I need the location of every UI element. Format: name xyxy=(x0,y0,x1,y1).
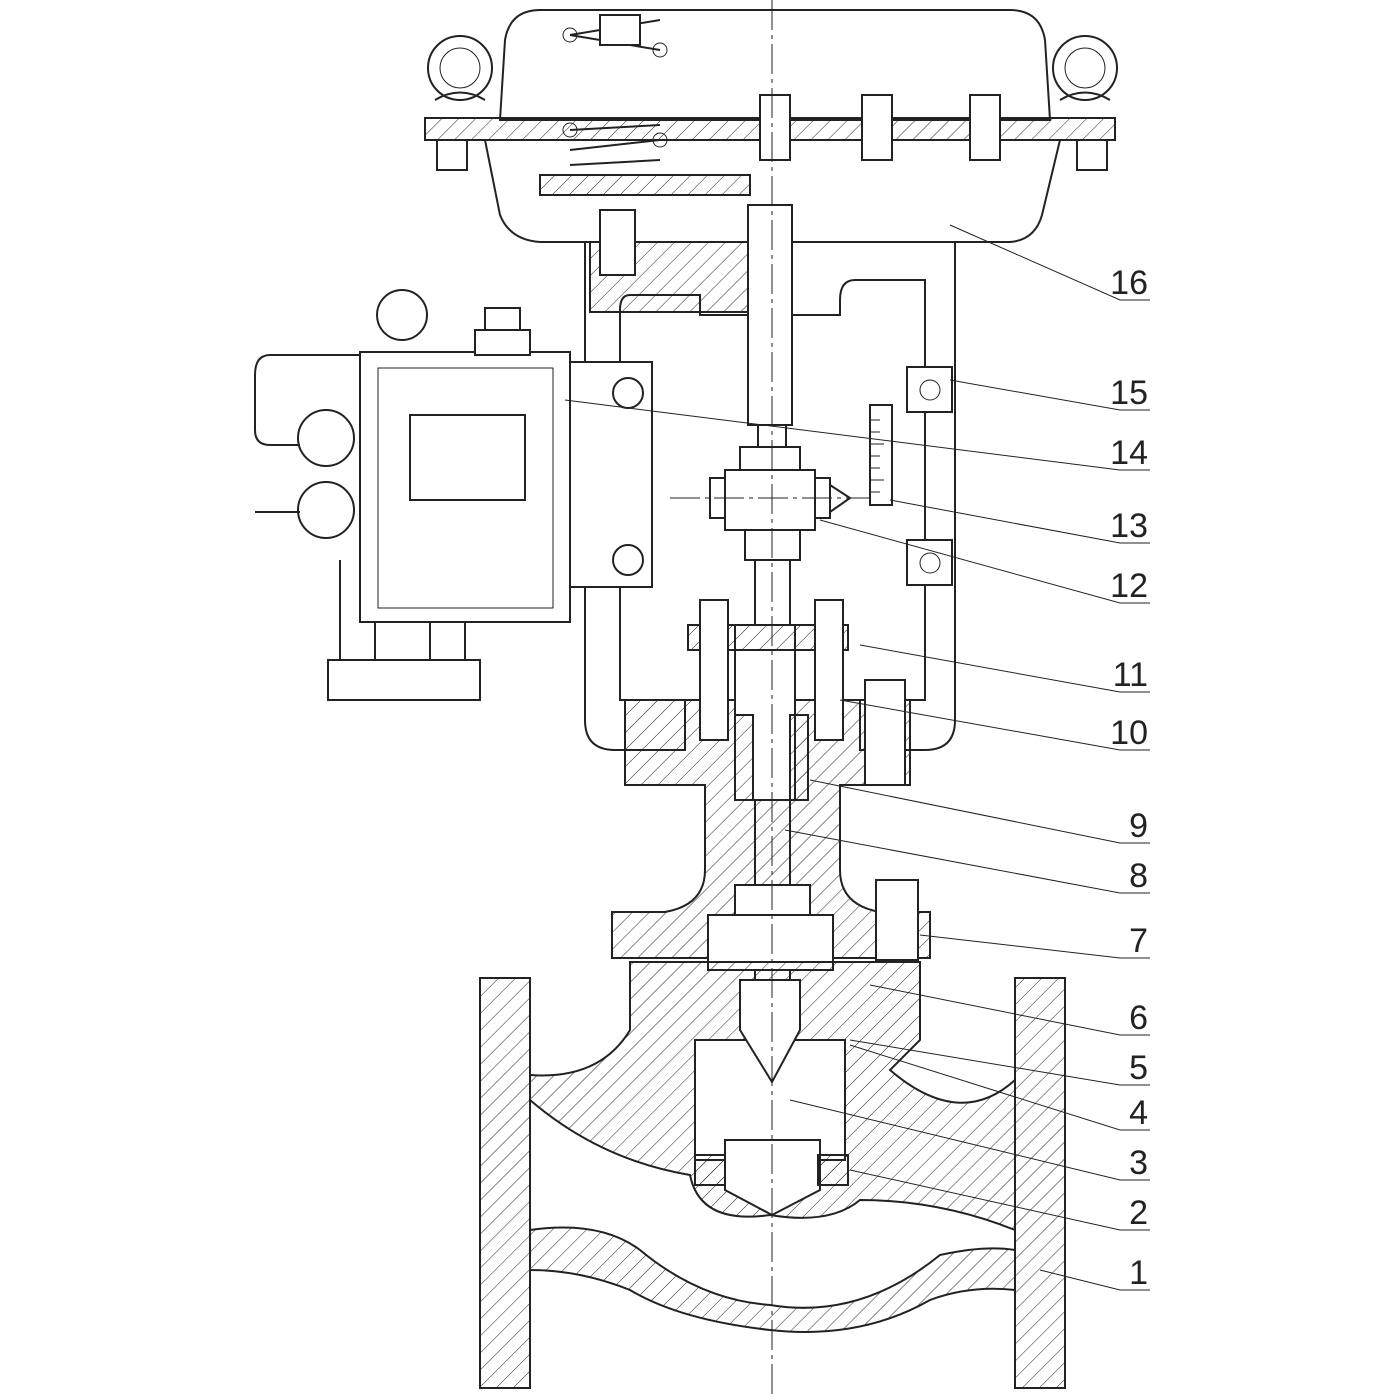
bonnet xyxy=(611,599,931,971)
leader-line-5 xyxy=(849,1039,1150,1086)
leader-line-8 xyxy=(784,829,1150,894)
leader-line-7 xyxy=(919,934,1150,959)
leader-line-10 xyxy=(839,699,1150,751)
lifting-eye-left xyxy=(427,35,493,101)
packing-right xyxy=(789,714,809,801)
part-label-6: 6 xyxy=(1129,999,1148,1037)
part-label-9: 9 xyxy=(1129,807,1148,845)
positioner-display xyxy=(409,414,526,501)
plug-stem-end xyxy=(739,979,801,1085)
packing-left xyxy=(734,714,754,801)
case-bolts xyxy=(436,94,1108,171)
part-label-7: 7 xyxy=(1129,922,1148,960)
part-label-1: 1 xyxy=(1129,1254,1148,1292)
leader-line-15 xyxy=(949,379,1150,411)
part-label-2: 2 xyxy=(1129,1194,1148,1232)
springs xyxy=(562,14,668,166)
part-label-8: 8 xyxy=(1129,857,1148,895)
leader-line-4 xyxy=(849,1044,1150,1131)
leader-line-9 xyxy=(809,779,1150,844)
seat-ring-left xyxy=(694,1154,726,1186)
pressure-gauge-bottom xyxy=(297,481,355,539)
leader-line-13 xyxy=(889,499,1150,544)
lifting-eye-right xyxy=(1052,35,1118,101)
part-label-10: 10 xyxy=(1110,714,1148,752)
leader-line-14 xyxy=(564,399,1150,471)
seat-ring-right xyxy=(817,1154,849,1186)
leader-line-1 xyxy=(1039,1269,1150,1291)
yoke xyxy=(584,209,956,751)
positioner xyxy=(254,289,653,701)
leader-line-3 xyxy=(789,1099,1150,1181)
part-label-12: 12 xyxy=(1110,567,1148,605)
leader-line-6 xyxy=(869,984,1150,1036)
part-label-13: 13 xyxy=(1110,507,1148,545)
leader-line-16 xyxy=(949,224,1150,301)
part-label-4: 4 xyxy=(1129,1094,1148,1132)
leader-line-11 xyxy=(859,644,1150,693)
part-label-11: 11 xyxy=(1113,656,1148,694)
pressure-gauge-top xyxy=(297,409,355,467)
part-label-16: 16 xyxy=(1110,264,1148,302)
part-label-5: 5 xyxy=(1129,1049,1148,1087)
part-label-14: 14 xyxy=(1110,434,1148,472)
part-label-15: 15 xyxy=(1110,374,1148,412)
leader-line-12 xyxy=(819,519,1150,604)
part-label-3: 3 xyxy=(1129,1144,1148,1182)
leader-line-2 xyxy=(849,1169,1150,1231)
valve-body xyxy=(479,961,1066,1389)
